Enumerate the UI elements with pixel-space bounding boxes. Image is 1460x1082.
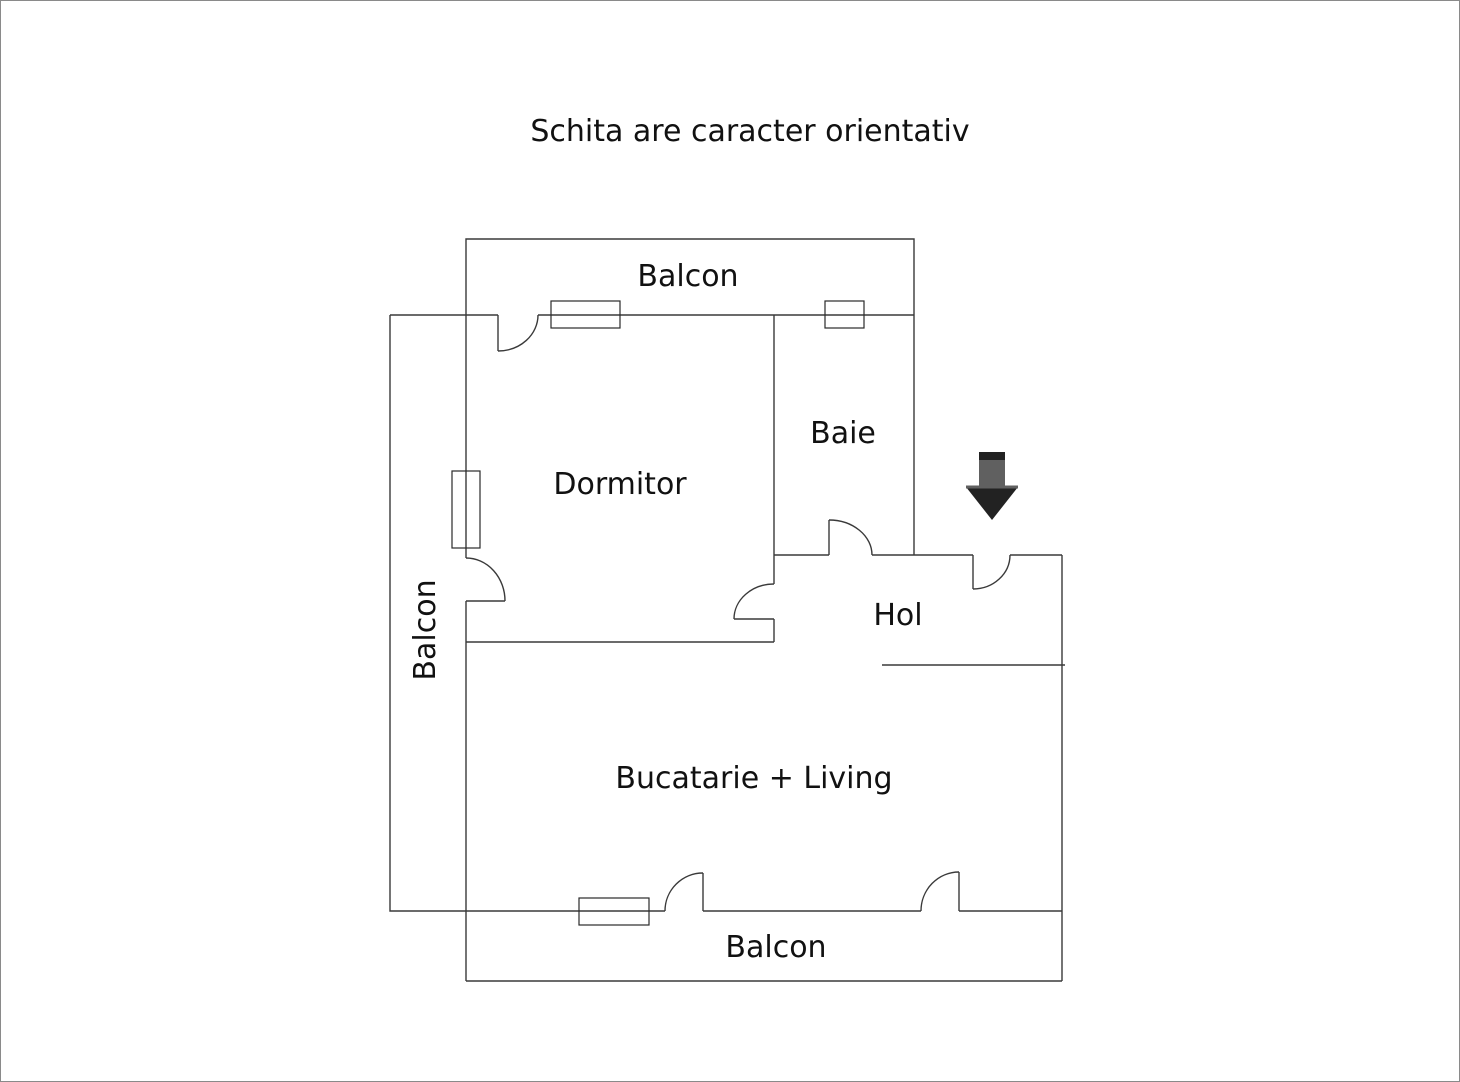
window bbox=[824, 300, 865, 329]
door-baie bbox=[828, 519, 873, 556]
room-label-dormitor: Dormitor bbox=[553, 467, 687, 502]
window bbox=[451, 470, 481, 549]
window bbox=[578, 897, 650, 926]
door-entrance bbox=[972, 554, 1011, 590]
door-dormitor-hol bbox=[733, 583, 775, 620]
room-label-living: Bucatarie + Living bbox=[615, 761, 892, 796]
balcony-left: Balcon bbox=[389, 315, 466, 912]
balcony-top: Balcon bbox=[465, 238, 915, 315]
door-dormitor-left-balcony bbox=[465, 557, 506, 602]
door-living-balcony-1 bbox=[664, 872, 704, 912]
window bbox=[550, 300, 621, 329]
room-label-balcon-bottom: Balcon bbox=[725, 930, 826, 965]
room-label-baie: Baie bbox=[810, 416, 876, 451]
door-living-balcony-2 bbox=[920, 871, 960, 912]
diagram-title: Schita are caracter orientativ bbox=[530, 114, 969, 149]
balcony-bottom: Balcon bbox=[466, 930, 1062, 982]
room-label-balcon-left: Balcon bbox=[408, 579, 443, 680]
room-label-hol: Hol bbox=[873, 598, 922, 633]
room-label-balcon-top: Balcon bbox=[637, 259, 738, 294]
entrance-arrow-icon bbox=[966, 452, 1018, 520]
door-dormitor-balcony bbox=[497, 314, 539, 352]
